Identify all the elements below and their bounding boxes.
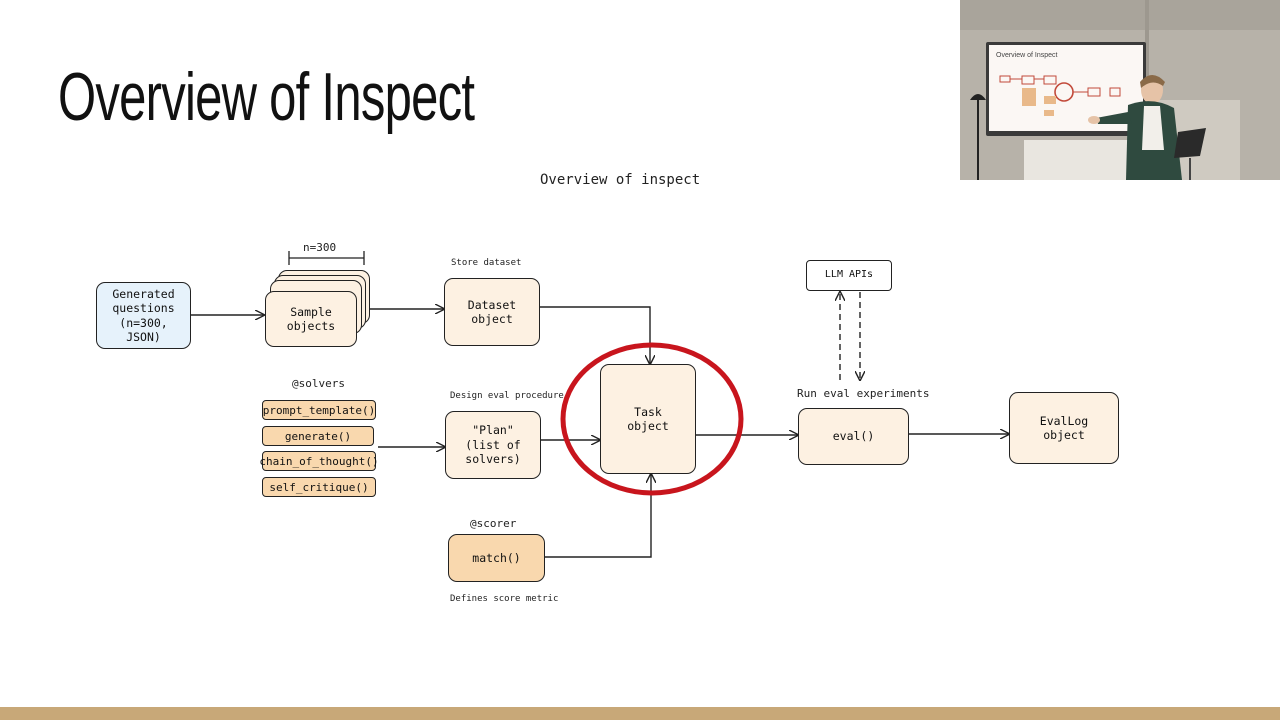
- plan-text: "Plan" (list of solvers): [465, 423, 521, 467]
- sample-objects-text: Sample objects: [286, 304, 336, 333]
- score-metric-label: Defines score metric: [450, 594, 559, 604]
- arrow-dataset-to-task: [540, 306, 650, 364]
- solver-generate: generate(): [262, 426, 374, 446]
- n-bracket: [288, 251, 365, 265]
- n-label: n=300: [303, 241, 337, 254]
- generated-questions-text: Generated questions (n=300, JSON): [112, 286, 175, 344]
- solver-prompt-template: prompt_template(): [262, 400, 376, 420]
- match-box: match(): [448, 534, 545, 582]
- design-eval-label: Design eval procedure: [450, 391, 564, 401]
- solvers-label: @solvers: [292, 377, 345, 390]
- run-eval-label: Run eval experiments: [797, 387, 930, 400]
- task-object-box: Task object: [600, 364, 696, 474]
- eval-box: eval(): [798, 408, 909, 465]
- presenter-video-image: [960, 0, 1280, 180]
- solver-chain-of-thought: chain_of_thought(): [259, 451, 379, 471]
- diagram-title: Overview of inspect: [540, 172, 701, 188]
- scorer-label: @scorer: [470, 517, 517, 530]
- slide-title: Overview of Inspect: [58, 59, 475, 135]
- webcam-feed: Overview of Inspect: [960, 0, 1280, 180]
- store-dataset-label: Store dataset: [451, 258, 522, 268]
- highlight-circle: [560, 342, 744, 496]
- generated-questions-box: Generated questions (n=300, JSON): [96, 282, 191, 349]
- plan-box: "Plan" (list of solvers): [445, 411, 541, 479]
- llm-apis-box: LLM APIs: [806, 260, 892, 291]
- eval-text: eval(): [832, 429, 875, 444]
- webcam-screen-title: Overview of Inspect: [996, 52, 1058, 59]
- bottom-accent-bar: [0, 707, 1280, 720]
- sample-objects-box: Sample objects: [265, 291, 357, 347]
- dataset-object-box: Dataset object: [444, 278, 540, 346]
- evallog-object-box: EvalLog object: [1009, 392, 1119, 464]
- arrow-match-to-task: [545, 474, 651, 558]
- task-object-text: Task object: [627, 404, 669, 433]
- dataset-object-text: Dataset object: [467, 297, 517, 326]
- solver-self-critique: self_critique(): [262, 477, 376, 497]
- match-text: match(): [472, 550, 521, 565]
- evallog-object-text: EvalLog object: [1039, 413, 1089, 442]
- llm-apis-text: LLM APIs: [824, 269, 874, 281]
